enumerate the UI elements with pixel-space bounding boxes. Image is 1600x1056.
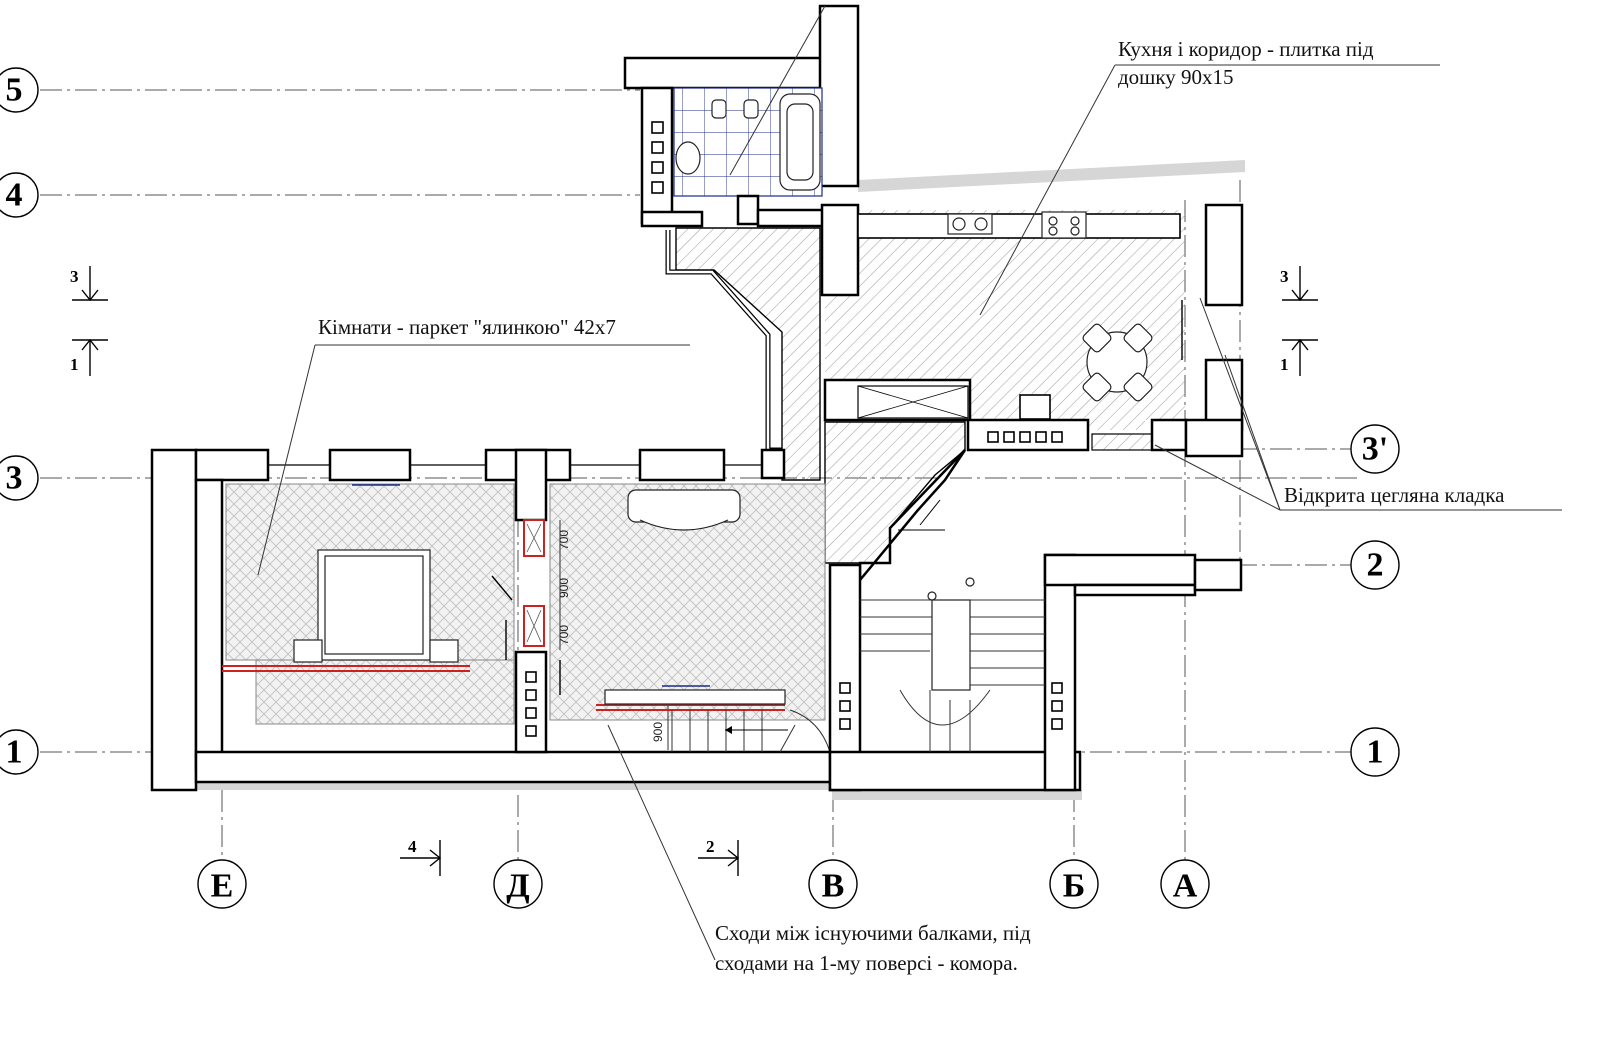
axis-label-V: В	[822, 868, 845, 905]
axis-label-3: 3	[6, 460, 23, 497]
note-stairs-line1: Сходи між існуючими балками, під	[715, 921, 1031, 945]
section-label-left-top: 3	[70, 267, 79, 286]
axis-label-3-prime: 3'	[1362, 431, 1388, 468]
axis-label-A: А	[1173, 868, 1198, 905]
axis-label-1-left: 1	[6, 734, 23, 771]
dimension-900-stair: 900	[651, 722, 665, 742]
corridor-floor	[675, 227, 821, 481]
bidet-icon	[711, 99, 727, 119]
section-label-right-bottom: 1	[1280, 355, 1289, 374]
dining-table-icon	[1082, 323, 1153, 402]
ground-strip	[152, 780, 832, 790]
dimension-900: 900	[557, 578, 571, 598]
note-rooms: Кімнати - паркет "ялинкою" 42х7	[318, 315, 616, 339]
hall-floor	[824, 421, 966, 564]
ground-strip	[858, 160, 1245, 192]
section-markers: 3 1 3 1 4 2	[70, 266, 1318, 876]
axis-label-E: Е	[211, 868, 234, 905]
note-stairs-line2: сходами на 1-му поверсі - комора.	[715, 951, 1018, 975]
stove-icon	[1041, 211, 1087, 239]
axis-label-5: 5	[6, 72, 23, 109]
kitchen-counter	[857, 213, 1181, 239]
toilet-icon	[743, 99, 759, 119]
section-label-left-bottom: 1	[70, 355, 79, 374]
section-label-bottom-mid: 2	[706, 837, 715, 856]
note-kitchen-line1: Кухня і коридор - плитка під	[1118, 37, 1374, 61]
bed-icon	[293, 549, 459, 663]
left-block-walls	[150, 448, 838, 792]
stair-lower	[596, 689, 831, 753]
dimension-700-top: 700	[557, 530, 571, 550]
axis-label-2: 2	[1367, 547, 1384, 584]
bathroom	[623, 4, 860, 228]
kitchen	[820, 203, 1244, 458]
note-kitchen-line2: дошку 90х15	[1118, 65, 1234, 89]
axis-label-4: 4	[6, 177, 23, 214]
note-brick: Відкрита цегляна кладка	[1284, 483, 1505, 507]
ground-strip	[832, 790, 1082, 800]
axis-label-1-right: 1	[1367, 734, 1384, 771]
axis-label-D: Д	[506, 868, 529, 905]
sofa-icon	[627, 489, 741, 531]
dimension-700-bottom: 700	[557, 625, 571, 645]
leader-lines	[257, 5, 1562, 961]
dimension-chain: 700 900 700 900	[557, 520, 669, 750]
axis-bubbles: 5 4 3 1 3' 2 1 Е Д В Б А	[0, 67, 1400, 909]
exposed-brick	[1091, 433, 1153, 451]
stairwell	[828, 449, 1243, 792]
axis-label-B: Б	[1063, 868, 1085, 905]
section-label-bottom-left: 4	[408, 837, 417, 856]
sink-icon	[675, 141, 701, 175]
section-label-right-top: 3	[1280, 267, 1289, 286]
